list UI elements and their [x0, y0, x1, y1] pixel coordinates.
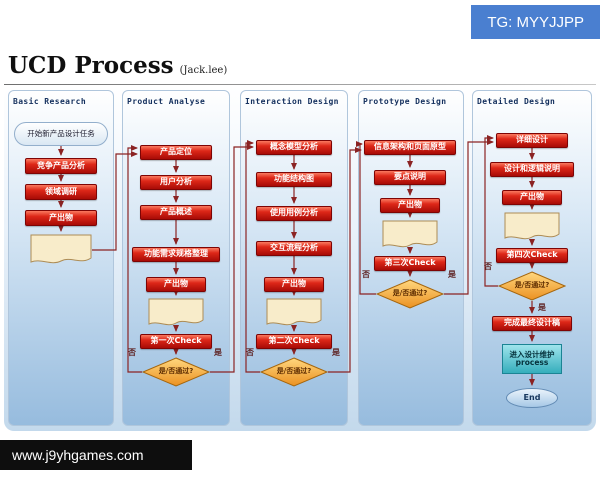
yes-label: 是 — [448, 270, 456, 279]
decision-diamond: 是/否通过? — [260, 357, 328, 387]
deliverable-step: 产出物 — [25, 210, 97, 226]
yes-label: 是 — [214, 348, 222, 357]
end-node: End — [506, 388, 558, 408]
maintenance-node: 进入设计维护 process — [502, 344, 562, 374]
deliverable-step: 产出物 — [146, 277, 206, 292]
diamond-shape — [260, 357, 328, 387]
deliverable-step: 产出物 — [380, 198, 440, 213]
decision-diamond: 是/否通过? — [376, 279, 444, 309]
start-node: 开始新产品设计任务 — [14, 122, 108, 146]
yes-label: 是 — [332, 348, 340, 357]
title-divider — [4, 84, 596, 85]
deliverable-step: 产出物 — [264, 277, 324, 292]
document-shape — [148, 298, 204, 328]
decision-diamond: 是/否通过? — [498, 271, 566, 301]
process-step: 竞争产品分析 — [25, 158, 97, 174]
process-step: 功能结构图 — [256, 172, 332, 187]
document-shape — [504, 212, 560, 242]
process-step: 使用用例分析 — [256, 206, 332, 221]
check-step: 第四次Check — [496, 248, 568, 263]
process-step: 设计和逻辑说明 — [490, 162, 574, 177]
no-label: 否 — [128, 348, 136, 357]
column-title: Detailed Design — [477, 97, 556, 106]
process-step: 功能需求规格整理 — [132, 247, 220, 262]
check-step: 第三次Check — [374, 256, 446, 271]
document-shape — [382, 220, 438, 250]
process-step: 要点说明 — [374, 170, 446, 185]
diamond-shape — [498, 271, 566, 301]
maintenance-line1: 进入设计维护 — [509, 349, 555, 359]
decision-label: 是/否通过? — [392, 289, 428, 298]
column-title: Prototype Design — [363, 97, 447, 106]
document-shape — [30, 234, 92, 266]
process-step: 领域调研 — [25, 184, 97, 200]
page-subtitle: (Jack.lee) — [179, 65, 228, 76]
page-title: UCD Process — [8, 52, 174, 79]
process-step: 交互流程分析 — [256, 241, 332, 256]
decision-label: 是/否通过? — [514, 281, 550, 290]
no-label: 否 — [362, 270, 370, 279]
yes-label: 是 — [538, 303, 546, 312]
document-shape — [266, 298, 322, 328]
check-step: 第一次Check — [140, 334, 212, 349]
decision-label: 是/否通过? — [276, 367, 312, 376]
process-step: 信息架构和页面原型 — [364, 140, 456, 155]
process-step: 概念模型分析 — [256, 140, 332, 155]
decision-label: 是/否通过? — [158, 367, 194, 376]
column-title: Product Analyse — [127, 97, 206, 106]
no-label: 否 — [246, 348, 254, 357]
diamond-shape — [376, 279, 444, 309]
maintenance-line2: process — [515, 358, 549, 367]
column-title: Interaction Design — [245, 97, 339, 106]
no-label: 否 — [484, 262, 492, 271]
check-step: 第二次Check — [256, 334, 332, 349]
process-step: 用户分析 — [140, 175, 212, 190]
final-design-step: 完成最终设计稿 — [492, 316, 572, 331]
process-step: 详细设计 — [496, 133, 568, 148]
column-title: Basic Research — [13, 97, 87, 106]
page-header: UCD Process (Jack.lee) — [8, 52, 227, 79]
diamond-shape — [142, 357, 210, 387]
decision-diamond: 是/否通过? — [142, 357, 210, 387]
deliverable-step: 产出物 — [502, 190, 562, 205]
process-step: 产品概述 — [140, 205, 212, 220]
site-watermark: www.j9yhgames.com — [0, 440, 192, 470]
process-step: 产品定位 — [140, 145, 212, 160]
tg-watermark: TG: MYYJJPP — [471, 5, 600, 39]
